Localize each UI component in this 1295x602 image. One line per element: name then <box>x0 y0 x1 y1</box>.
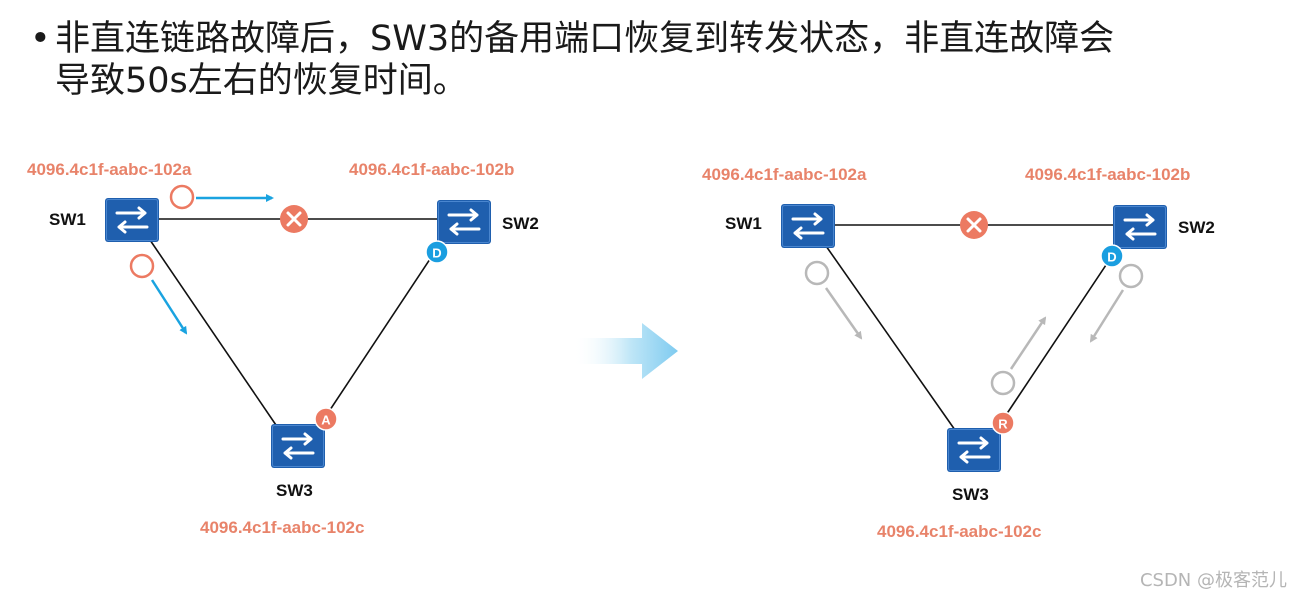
sw1-bridge-id: 4096.4c1f-aabc-102a <box>27 160 192 179</box>
switch-sw3-icon <box>945 426 1003 474</box>
bpdu-arrow-icon <box>824 287 863 340</box>
sw2-bridge-id: 4096.4c1f-aabc-102b <box>1025 165 1190 184</box>
svg-text:D: D <box>1107 250 1116 265</box>
left-topology: SW1 SW2 SW3 4096.4c1f-aabc-102a 4096.4c1… <box>27 160 539 537</box>
bullet-line: • 非直连链路故障后，SW3的备用端口恢复到转发状态，非直连故障会 导致50s左… <box>30 18 1280 102</box>
sw2-label: SW2 <box>1178 218 1215 237</box>
bpdu-circle-icon <box>1118 263 1144 289</box>
watermark: CSDN @极客范儿 <box>1139 570 1287 591</box>
link-fault-icon <box>278 203 310 235</box>
sw3-label: SW3 <box>276 481 313 500</box>
bullet-text-line1: 非直连链路故障后，SW3的备用端口恢复到转发状态，非直连故障会 <box>55 19 1115 59</box>
right-topology: SW1 SW2 SW3 4096.4c1f-aabc-102a 4096.4c1… <box>702 165 1215 541</box>
link-sw2-sw3 <box>317 243 441 429</box>
bpdu-arrow-icon <box>1089 289 1125 343</box>
bpdu-circle-icon <box>129 253 155 279</box>
svg-text:R: R <box>998 417 1008 432</box>
sw1-label: SW1 <box>49 210 86 229</box>
link-sw1-sw3 <box>149 239 279 429</box>
alternate-port-badge: A <box>314 407 338 431</box>
bpdu-circle-icon <box>990 370 1016 396</box>
switch-sw1-icon <box>779 202 837 250</box>
sw3-bridge-id: 4096.4c1f-aabc-102c <box>877 522 1041 541</box>
bullet-text-line2: 导致50s左右的恢复时间。 <box>55 61 468 101</box>
sw3-bridge-id: 4096.4c1f-aabc-102c <box>200 518 364 537</box>
svg-text:D: D <box>432 246 441 261</box>
switch-sw1-icon <box>103 196 161 244</box>
bpdu-arrow-icon <box>1009 316 1047 370</box>
bullet-symbol: • <box>30 19 51 59</box>
svg-text:A: A <box>321 413 331 428</box>
sw2-label: SW2 <box>502 214 539 233</box>
designated-port-badge: D <box>1100 244 1124 268</box>
link-sw2-sw3 <box>995 249 1117 431</box>
designated-port-badge: D <box>425 240 449 264</box>
switch-sw3-icon <box>269 422 327 470</box>
root-port-badge: R <box>991 411 1015 435</box>
link-fault-icon <box>958 209 990 241</box>
switch-sw2-icon <box>435 198 493 246</box>
sw1-label: SW1 <box>725 214 762 233</box>
sw1-bridge-id: 4096.4c1f-aabc-102a <box>702 165 867 184</box>
bpdu-circle-icon <box>169 184 195 210</box>
bpdu-circle-icon <box>804 260 830 286</box>
sw3-label: SW3 <box>952 485 989 504</box>
sw2-bridge-id: 4096.4c1f-aabc-102b <box>349 160 514 179</box>
switch-sw2-icon <box>1111 203 1169 251</box>
link-sw1-sw3 <box>825 245 956 431</box>
transition-arrow-icon <box>573 323 678 379</box>
bpdu-arrow-icon <box>150 279 188 335</box>
